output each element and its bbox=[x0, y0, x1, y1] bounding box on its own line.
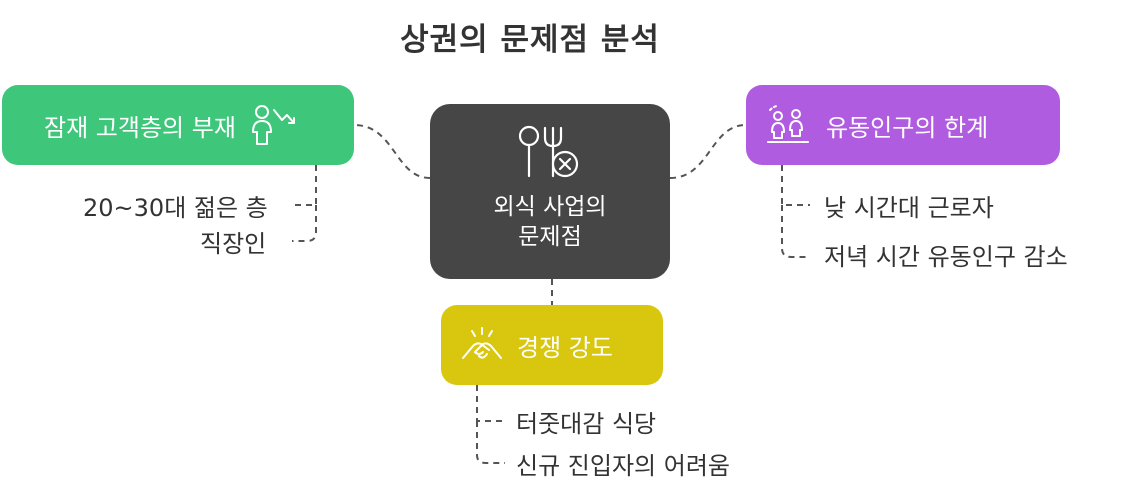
center-node: 외식 사업의 문제점 bbox=[430, 104, 670, 279]
connector-center-left bbox=[353, 124, 431, 179]
person-decline-icon bbox=[250, 102, 298, 148]
connector-center-right bbox=[669, 124, 747, 179]
left-item-1: 20~30대 젊은 층 bbox=[83, 194, 268, 222]
center-label: 외식 사업의 문제점 bbox=[493, 192, 606, 252]
right-item-1: 낮 시간대 근로자 bbox=[824, 194, 994, 222]
connector-right-item-2 bbox=[781, 205, 810, 258]
competition-node: 경쟁 강도 bbox=[441, 305, 663, 385]
center-label-line1: 외식 사업의 bbox=[493, 193, 607, 220]
people-group-icon bbox=[764, 102, 812, 148]
right-item-2: 저녁 시간 유동인구 감소 bbox=[824, 243, 1068, 271]
diagram-title: 상권의 문제점 분석 bbox=[400, 22, 660, 58]
center-label-line2: 문제점 bbox=[518, 223, 582, 250]
connector-right-item-1 bbox=[781, 165, 810, 206]
foot-traffic-label: 유동인구의 한계 bbox=[826, 113, 989, 142]
restaurant-problem-icon bbox=[515, 124, 585, 186]
left-item-2: 직장인 bbox=[200, 230, 267, 258]
foot-traffic-node: 유동인구의 한계 bbox=[746, 85, 1060, 165]
connector-left-item-1 bbox=[292, 165, 317, 206]
bottom-item-2: 신규 진입자의 어려움 bbox=[516, 452, 730, 480]
bottom-item-1: 터줏대감 식당 bbox=[516, 410, 657, 438]
competition-label: 경쟁 강도 bbox=[517, 333, 613, 362]
potential-customers-node: 잠재 고객층의 부재 bbox=[2, 85, 354, 165]
connector-bottom-item-1 bbox=[476, 385, 505, 422]
potential-customers-label: 잠재 고객층의 부재 bbox=[44, 113, 236, 142]
connector-bottom-item-2 bbox=[476, 421, 505, 464]
handshake-icon bbox=[459, 322, 505, 368]
connector-left-item-2 bbox=[292, 205, 317, 242]
